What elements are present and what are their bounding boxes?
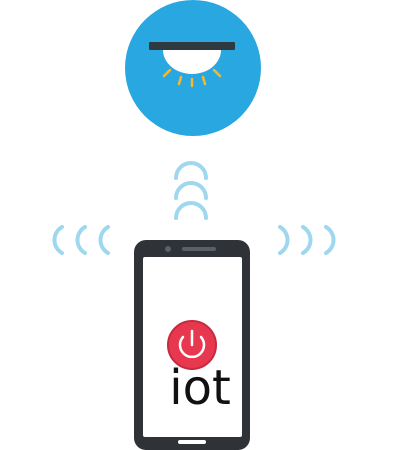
iot-label: iot: [169, 360, 231, 416]
ceiling-lamp-icon: [125, 0, 261, 136]
lamp-rays: [162, 68, 222, 88]
power-icon: [167, 320, 217, 370]
phone-home-button: [178, 440, 206, 444]
phone-speaker: [182, 247, 216, 251]
power-button-ring: [167, 320, 217, 370]
lamp-fixture-bar: [149, 42, 235, 50]
wireless-signal-left-icon: [52, 225, 110, 255]
wireless-signal-icon: [174, 161, 208, 220]
phone-camera: [165, 246, 171, 252]
power-symbol-arc: [178, 335, 206, 359]
wireless-signal-right-icon: [278, 225, 336, 255]
lamp-bulb: [163, 50, 221, 74]
